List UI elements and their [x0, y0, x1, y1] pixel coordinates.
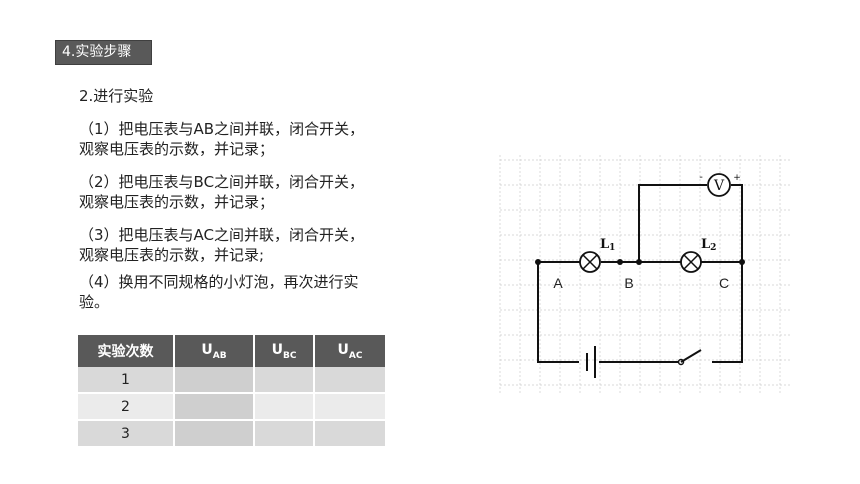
point-c-label: C — [719, 275, 729, 291]
step-1: （1）把电压表与AB之间并联，闭合开关， 观察电压表的示数，并记录； — [79, 119, 389, 159]
trial-number: 2 — [78, 393, 175, 421]
table-header-row: 实验次数 UAB UBC UAC — [78, 335, 385, 367]
step-4: （4）换用不同规格的小灯泡，再次进行实 验。 — [79, 272, 389, 312]
table-row: 3 — [78, 420, 385, 448]
point-a-label: A — [553, 275, 563, 291]
record-table: 实验次数 UAB UBC UAC 1 2 3 — [78, 335, 385, 448]
voltmeter-plus: + — [733, 173, 741, 183]
lamp-l2-label: L2 — [701, 237, 716, 253]
cell-u-ab — [174, 367, 255, 394]
table-row: 1 — [78, 367, 385, 394]
step-4-line-2: 验。 — [79, 293, 110, 311]
step-heading: 2.进行实验 — [79, 87, 154, 105]
cell-u-bc — [254, 393, 315, 421]
cell-u-ac — [314, 367, 385, 394]
trial-number: 1 — [78, 367, 175, 394]
battery — [586, 346, 596, 378]
voltmeter-label: V — [713, 178, 725, 194]
step-2-line-2: 观察电压表的示数，并记录； — [79, 193, 275, 211]
cell-u-ac — [314, 393, 385, 421]
lamp-l2-icon — [680, 251, 702, 273]
trial-number: 3 — [78, 420, 175, 448]
cell-u-bc — [254, 420, 315, 448]
cell-u-ab — [174, 393, 255, 421]
cell-u-ac — [314, 420, 385, 448]
cell-u-bc — [254, 367, 315, 394]
point-b-label: B — [624, 275, 633, 291]
circuit-diagram: V - + L1 L2 A B C — [499, 155, 790, 395]
switch — [677, 349, 702, 366]
step-3-line-2: 观察电压表的示数，并记录; — [79, 246, 265, 264]
step-3-line-1: （3）把电压表与AC之间并联，闭合开关， — [79, 226, 365, 244]
step-1-line-2: 观察电压表的示数，并记录； — [79, 140, 275, 158]
step-2-line-1: （2）把电压表与BC之间并联，闭合开关， — [79, 173, 365, 191]
cell-u-ab — [174, 420, 255, 448]
header-trial-count: 实验次数 — [78, 335, 175, 367]
voltmeter-minus: - — [699, 172, 703, 183]
step-2: （2）把电压表与BC之间并联，闭合开关， 观察电压表的示数，并记录； — [79, 172, 389, 212]
step-3: （3）把电压表与AC之间并联，闭合开关， 观察电压表的示数，并记录; — [79, 225, 389, 265]
grid-background — [499, 155, 790, 395]
header-u-bc: UBC — [254, 335, 315, 367]
lamp-l1-label: L1 — [600, 237, 615, 253]
header-u-ab: UAB — [174, 335, 255, 367]
header-u-ac: UAC — [314, 335, 385, 367]
lamp-l1-icon — [579, 251, 601, 273]
table-row: 2 — [78, 393, 385, 421]
section-tag: 4.实验步骤 — [55, 40, 152, 65]
voltmeter: V - + — [699, 172, 741, 197]
junction-dots — [535, 259, 745, 265]
step-4-line-1: （4）换用不同规格的小灯泡，再次进行实 — [79, 273, 359, 291]
step-1-line-1: （1）把电压表与AB之间并联，闭合开关， — [79, 120, 365, 138]
